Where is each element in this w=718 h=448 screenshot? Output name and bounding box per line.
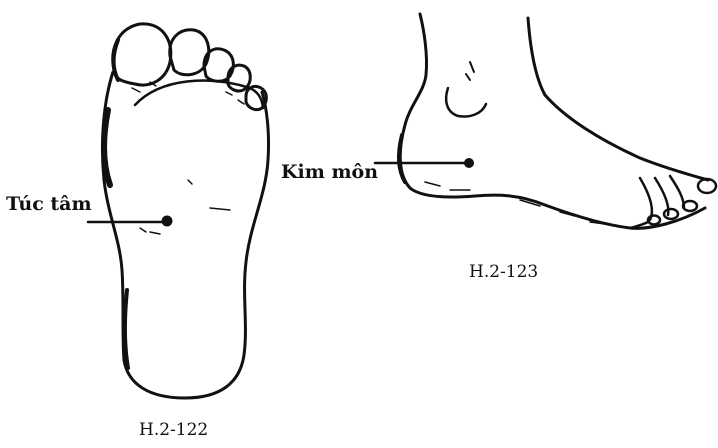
figure-caption-h2-122: H.2-122 (139, 420, 208, 440)
leg-back-line (405, 14, 427, 125)
sole-of-foot-figure (88, 24, 269, 398)
leg-front-line (528, 18, 545, 95)
sole-shading (104, 110, 110, 185)
second-toe (170, 30, 209, 75)
kim-mon-label: Kim môn (281, 161, 378, 183)
kim-mon-point (464, 158, 474, 168)
ankle-bone-contour (446, 88, 486, 117)
toe-line-3 (670, 176, 684, 208)
figure-caption-h2-123: H.2-123 (469, 262, 538, 282)
toe-line-1 (640, 178, 652, 220)
tuc-tam-point (162, 216, 173, 227)
big-toe (113, 24, 171, 85)
tuc-tam-label: Túc tâm (6, 193, 92, 215)
side-of-foot-figure (375, 14, 716, 228)
ankle-marks (466, 62, 474, 80)
fourth-toe (228, 65, 250, 91)
foot-side-outline (400, 125, 705, 228)
third-toe-nail (664, 209, 678, 219)
heel-shading (125, 290, 128, 368)
sole-texture-marks (140, 180, 230, 234)
big-toe-shading (114, 40, 119, 80)
foot-top-line (545, 95, 708, 180)
